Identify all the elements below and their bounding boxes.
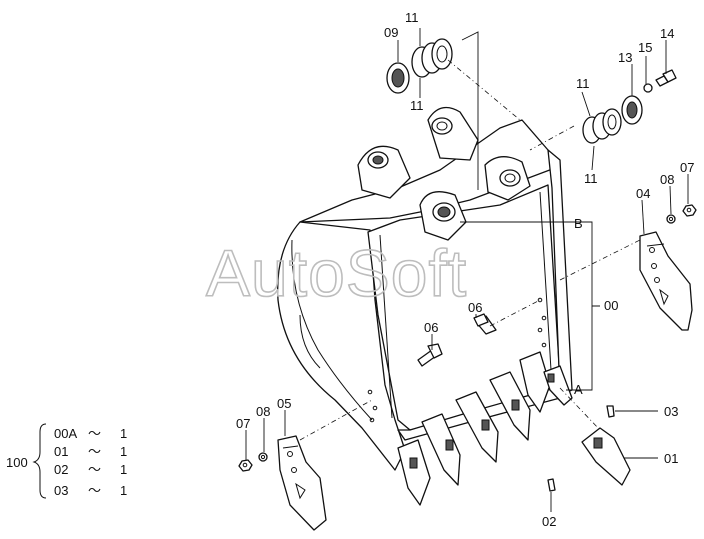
callout-08-right: 08 bbox=[660, 172, 674, 187]
callout-02: 02 bbox=[542, 514, 556, 529]
tooth-icon bbox=[397, 439, 431, 506]
bushing-09-icon bbox=[386, 62, 410, 94]
bolt-06b-icon bbox=[473, 313, 497, 335]
callout-06-lower: 06 bbox=[424, 320, 438, 335]
callout-A: A bbox=[574, 382, 583, 397]
callout-01: 01 bbox=[664, 451, 678, 466]
teeth-row bbox=[397, 351, 573, 506]
bom-row-3-part: 02 bbox=[54, 462, 68, 477]
callout-15: 15 bbox=[638, 40, 652, 55]
washer-08l-icon bbox=[258, 452, 268, 462]
bom-row-4-sep: 〜 bbox=[88, 483, 101, 498]
bom-row-4-qty: 1 bbox=[120, 483, 127, 498]
spring-shim-11r-icon bbox=[582, 108, 622, 144]
bucket-icon bbox=[277, 106, 573, 471]
bom-row-2-qty: 1 bbox=[120, 444, 127, 459]
bom-assembly-number: 100 bbox=[6, 455, 28, 470]
tooth-icon bbox=[543, 365, 573, 406]
bolt-14-icon bbox=[655, 69, 677, 87]
washer-15-icon bbox=[643, 83, 653, 93]
tooth-01-icon bbox=[581, 427, 631, 486]
nut-07l-icon bbox=[238, 459, 253, 472]
pin-02-icon bbox=[547, 478, 556, 492]
bom-row-3-qty: 1 bbox=[120, 462, 127, 477]
leader-lines bbox=[245, 28, 689, 512]
callout-11-bottom: 11 bbox=[410, 98, 424, 113]
bom-row-4-part: 03 bbox=[54, 483, 68, 498]
watermark-text: AutoSoft bbox=[206, 236, 467, 310]
callout-09: 09 bbox=[384, 25, 398, 40]
callout-05: 05 bbox=[277, 396, 291, 411]
callout-11-right-bottom: 11 bbox=[584, 171, 598, 186]
side-cutter-04-icon bbox=[639, 231, 693, 331]
tooth-icon bbox=[519, 351, 551, 413]
callout-B: B bbox=[574, 216, 583, 231]
tooth-icon bbox=[455, 391, 499, 463]
callout-06-upper: 06 bbox=[468, 300, 482, 315]
callout-14: 14 bbox=[660, 26, 674, 41]
pin-03-icon bbox=[606, 405, 615, 418]
bom-row-1-qty: 1 bbox=[120, 426, 127, 441]
nut-07r-icon bbox=[682, 204, 697, 217]
callout-07-left: 07 bbox=[236, 416, 250, 431]
callout-07-right: 07 bbox=[680, 160, 694, 175]
callout-13: 13 bbox=[618, 50, 632, 65]
bom-table: 100 00A 〜 1 01 〜 1 02 〜 1 03 〜 1 bbox=[6, 423, 127, 499]
bushing-13-icon bbox=[621, 95, 643, 125]
callout-08-left: 08 bbox=[256, 404, 270, 419]
bom-row-2-sep: 〜 bbox=[88, 444, 101, 459]
bom-row-1-sep: 〜 bbox=[88, 426, 101, 441]
callout-03: 03 bbox=[664, 404, 678, 419]
spring-shim-11-icon bbox=[411, 38, 453, 78]
bom-row-2-part: 01 bbox=[54, 444, 68, 459]
callout-04: 04 bbox=[636, 186, 650, 201]
washer-08r-icon bbox=[666, 214, 676, 224]
bom-row-3-sep: 〜 bbox=[88, 462, 101, 477]
callout-00: 00 bbox=[604, 298, 618, 313]
side-cutter-05-icon bbox=[277, 435, 327, 531]
tooth-icon bbox=[489, 371, 531, 441]
bolt-06a-icon bbox=[417, 343, 443, 367]
callout-11-top: 11 bbox=[405, 10, 419, 25]
tooth-icon bbox=[421, 413, 461, 486]
callout-11-right-top: 11 bbox=[576, 76, 590, 91]
callout-labels: 09 11 11 11 11 13 15 14 04 08 07 B 00 06… bbox=[236, 10, 694, 529]
bom-row-1-part: 00A bbox=[54, 426, 77, 441]
